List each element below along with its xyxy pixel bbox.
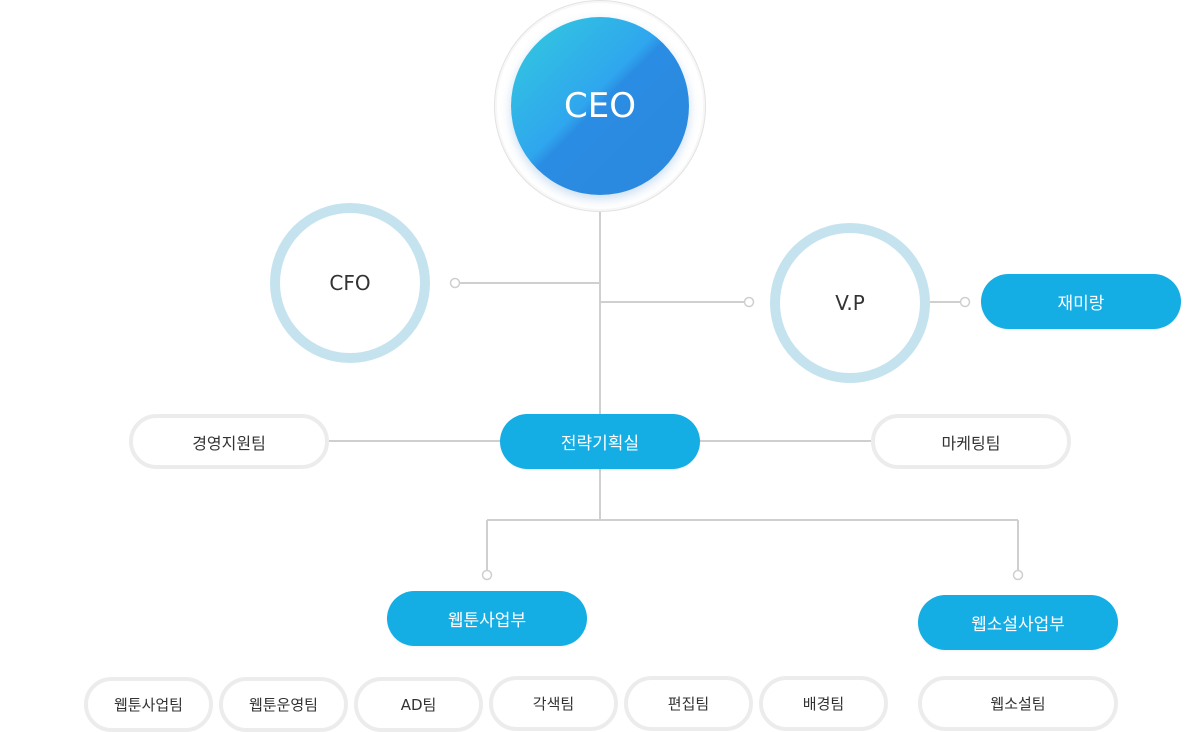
team-node: 웹툰운영팀 xyxy=(219,677,348,732)
team-label: 각색팀 xyxy=(532,695,575,713)
team-node: 각색팀 xyxy=(489,676,618,731)
webtoon-division-node: 웹툰사업부 xyxy=(387,591,587,646)
team-node: 웹툰사업팀 xyxy=(84,677,213,732)
marketing-node: 마케팅팀 xyxy=(871,414,1071,469)
team-node: AD팀 xyxy=(354,677,483,732)
ceo-label: CEO xyxy=(511,17,689,195)
connector-dot-vp xyxy=(743,296,755,308)
novel-division-node: 웹소설사업부 xyxy=(918,595,1118,650)
team-node: 편집팀 xyxy=(624,676,753,731)
team-label: 웹소설팀 xyxy=(990,695,1046,713)
cfo-node: CFO xyxy=(270,203,430,363)
strategy-label: 전략기획실 xyxy=(560,434,640,454)
connector-dot-cfo xyxy=(449,277,461,289)
team-node: 배경팀 xyxy=(759,676,888,731)
vp-assistant-label: 재미랑 xyxy=(1057,294,1105,314)
vp-label: V.P xyxy=(835,291,865,315)
webtoon-division-label: 웹툰사업부 xyxy=(447,611,527,631)
connector-dot-webtoon xyxy=(481,569,493,581)
team-label: 편집팀 xyxy=(667,695,710,713)
management-support-label: 경영지원팀 xyxy=(192,433,266,453)
cfo-label: CFO xyxy=(329,271,371,295)
ceo-node: CEO xyxy=(494,0,706,212)
connector-dot-novel xyxy=(1012,569,1024,581)
vp-node: V.P xyxy=(770,223,930,383)
team-node: 웹소설팀 xyxy=(918,676,1118,731)
vp-assistant-node: 재미랑 xyxy=(981,274,1181,329)
team-label: 웹툰사업팀 xyxy=(113,696,183,714)
connector-dot-vp-assistant xyxy=(959,296,971,308)
team-label: AD팀 xyxy=(400,696,437,714)
management-support-node: 경영지원팀 xyxy=(129,414,329,469)
strategy-node: 전략기획실 xyxy=(500,414,700,469)
team-label: 배경팀 xyxy=(802,695,845,713)
team-label: 웹툰운영팀 xyxy=(248,696,318,714)
novel-division-label: 웹소설사업부 xyxy=(971,615,1065,635)
marketing-label: 마케팅팀 xyxy=(941,433,1001,453)
